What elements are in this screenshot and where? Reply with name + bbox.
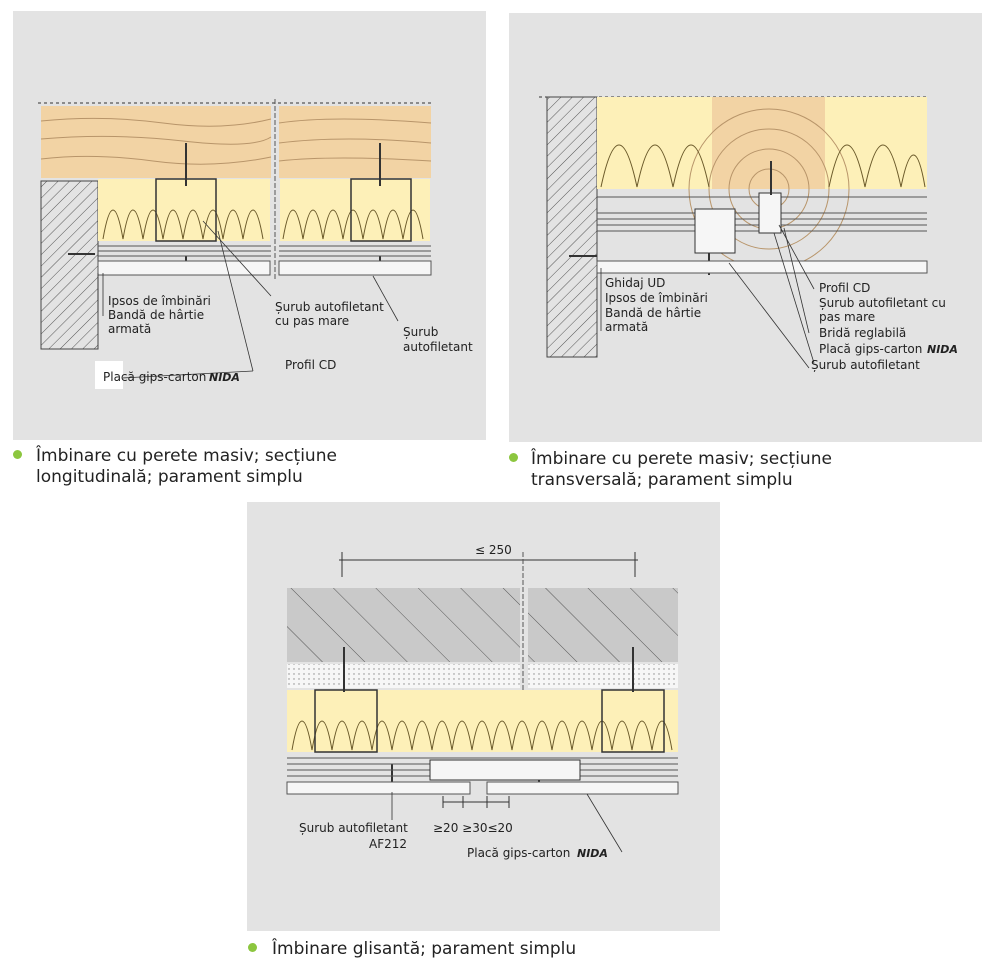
caption-transversal: Îmbinare cu perete masiv; secțiune trans… (531, 449, 832, 491)
label-banda-line2: armată (108, 322, 151, 336)
caption-line: Îmbinare glisantă; parament simplu (272, 939, 577, 959)
leader-lines (600, 224, 815, 369)
section-drawing-sliding: ≤ 250 (286, 543, 679, 860)
leader-lines (391, 792, 623, 853)
gypsum-board (596, 260, 928, 274)
wood-beam (41, 106, 271, 178)
label-profil: Profil CD (819, 281, 870, 295)
label-ghidaj: Ghidaj UD (605, 276, 665, 290)
label-banda-line1: Bandă de hârtie (108, 308, 204, 322)
insulation-pattern (102, 209, 424, 240)
cd-profile (314, 689, 378, 753)
caption-longitudinal: Îmbinare cu perete masiv; secțiune longi… (36, 446, 337, 488)
joint-profile (429, 759, 581, 781)
brand-logo: NIDA (927, 343, 958, 356)
brand-logo: NIDA (209, 371, 240, 384)
dim-label-top: ≤ 250 (475, 543, 512, 557)
label-ipsos: Ipsos de îmbinări (108, 294, 211, 308)
label-surub-line2: AF212 (369, 837, 407, 851)
bracket-clip (758, 192, 782, 234)
insulation-pattern (600, 144, 926, 188)
caption-bullet (13, 450, 22, 459)
rails (98, 245, 431, 257)
label-banda-line2: armată (605, 320, 648, 334)
gypsum-board (486, 781, 679, 795)
caption-line: Îmbinare cu perete masiv; secțiune (531, 449, 832, 469)
label-surub-line2: autofiletant (403, 340, 473, 354)
label-placa: Placă gips-carton (819, 342, 922, 356)
label-brida: Bridă reglabilă (819, 326, 906, 340)
board-symbol (95, 361, 123, 389)
gypsum-board (97, 260, 271, 276)
caption-line: longitudinală; parament simplu (36, 467, 303, 487)
wood-grain (40, 117, 432, 165)
insulation (825, 97, 927, 189)
label-surub-line1: Șurub (403, 325, 438, 339)
insulation (597, 97, 712, 189)
wood-beam (279, 106, 431, 178)
caption-line: transversală; parament simplu (531, 470, 793, 490)
section-drawing-transversal: Ghidaj UD Ipsos de îmbinări Bandă de hâr… (539, 96, 958, 372)
dim-ticks (442, 796, 510, 808)
gypsum-board (278, 260, 432, 276)
gypsum-board (286, 781, 471, 795)
leader-lines (97, 220, 399, 380)
massive-wall (546, 96, 598, 358)
label-surub: Șurub autofiletant (811, 358, 920, 372)
caption-bullet (248, 943, 257, 952)
label-surub-pas-line1: Șurub autofiletant (275, 300, 384, 314)
label-surub-pas-line2: cu pas mare (275, 314, 349, 328)
section-drawing-longitudinal: Ipsos de îmbinări Bandă de hârtie armată… (38, 99, 473, 389)
dim-label-bottom: ≥20 ≥30≤20 (433, 821, 513, 835)
label-banda-line1: Bandă de hârtie (605, 306, 701, 320)
label-surub-pas-line2: pas mare (819, 310, 875, 324)
label-surub-pas-line1: Șurub autofiletant cu (819, 296, 946, 310)
brand-logo: NIDA (577, 847, 608, 860)
label-placa: Placă gips-carton (467, 846, 570, 860)
diagram-panel-transversal: Ghidaj UD Ipsos de îmbinări Bandă de hâr… (509, 13, 982, 442)
label-surub-line1: Șurub autofiletant (299, 821, 408, 835)
insulation (280, 179, 430, 241)
caption-line: Îmbinare cu perete masiv; secțiune (36, 446, 337, 466)
caption-sliding: Îmbinare glisantă; parament simplu (272, 939, 576, 960)
diagram-panel-sliding: ≤ 250 (247, 502, 720, 931)
label-profil: Profil CD (285, 358, 336, 372)
label-ipsos: Ipsos de îmbinări (605, 291, 708, 305)
diagram-panel-longitudinal: Ipsos de îmbinări Bandă de hârtie armată… (13, 11, 486, 440)
adjustable-bracket (694, 208, 736, 254)
label-placa: Placă gips-carton (103, 370, 206, 384)
insulation-pattern (291, 720, 673, 751)
massive-wall (40, 180, 99, 350)
caption-bullet (509, 453, 518, 462)
